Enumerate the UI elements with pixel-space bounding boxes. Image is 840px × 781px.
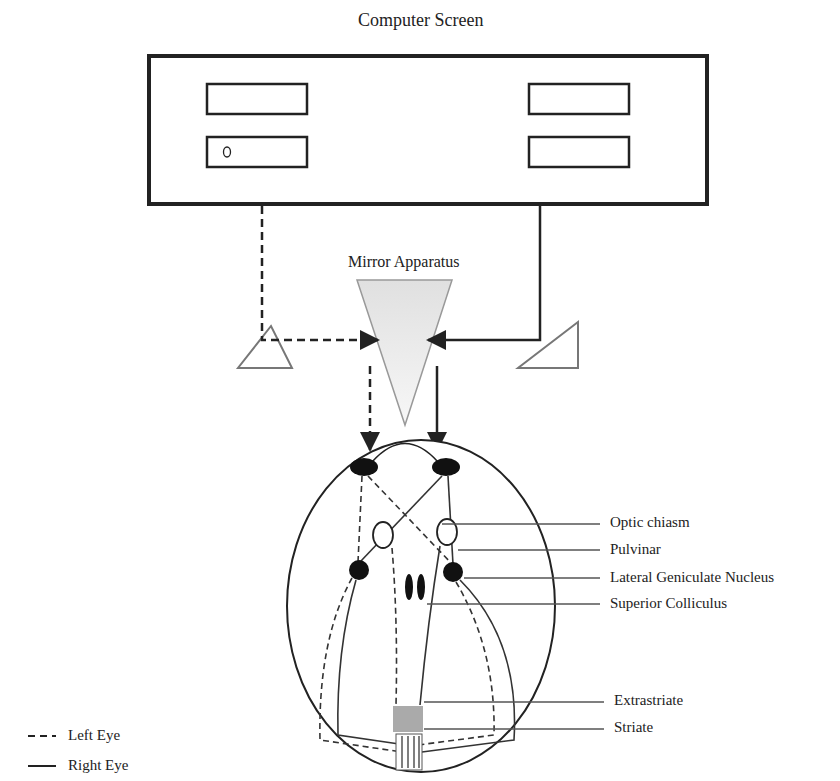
superior-colliculus: [405, 574, 413, 600]
lgn: [349, 560, 369, 580]
screen-box: [529, 84, 629, 114]
legend-sample: [28, 765, 56, 767]
light-path: [262, 206, 540, 450]
part-label: Superior Colliculus: [608, 595, 729, 612]
part-label: Mirror Apparatus: [346, 253, 462, 271]
visual-pathway: [320, 476, 515, 752]
legend-text: Right Eye: [68, 757, 128, 774]
screen-box: [207, 84, 307, 114]
right-eye: [432, 458, 460, 476]
stimulus-dot: [224, 147, 231, 157]
legend-text: Left Eye: [68, 727, 120, 744]
pulvinar: [373, 522, 393, 548]
pulvinar: [437, 519, 457, 545]
diagram-title: Computer Screen: [358, 11, 483, 31]
nose: [372, 444, 438, 463]
mirror: [518, 322, 578, 368]
part-label: Optic chiasm: [608, 514, 692, 531]
screen-box: [529, 137, 629, 167]
screen-box: [207, 137, 307, 167]
extrastriate-area: [393, 706, 423, 732]
left-eye: [350, 458, 378, 476]
striate-area: [396, 734, 422, 770]
part-label: Striate: [612, 719, 655, 736]
part-label: Pulvinar: [608, 541, 663, 558]
head-outline: [287, 440, 555, 772]
lgn: [443, 562, 463, 582]
screen-frame: [149, 56, 707, 204]
legend-sample: [28, 735, 56, 737]
part-label: Lateral Geniculate Nucleus: [608, 569, 776, 586]
mirror: [238, 326, 292, 368]
superior-colliculus: [417, 574, 425, 600]
leader-line: [424, 524, 604, 729]
part-label: Extrastriate: [612, 692, 685, 709]
striate-stripes: [402, 736, 419, 768]
